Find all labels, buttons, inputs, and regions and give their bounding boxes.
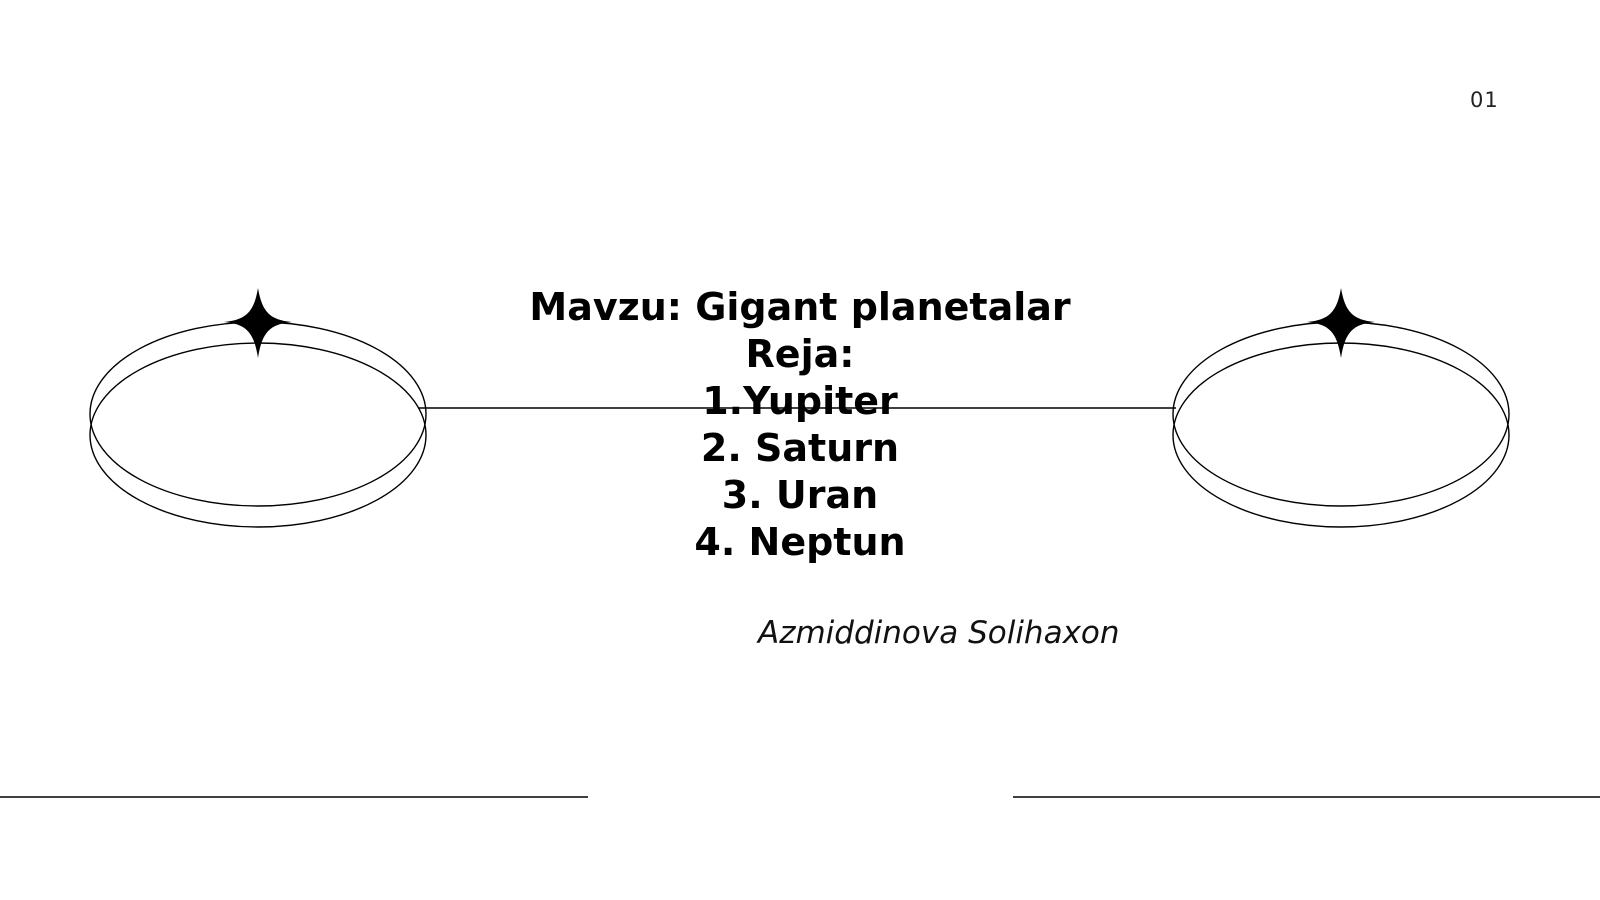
- plan-item: 1.Yupiter: [702, 379, 898, 423]
- slide-title: Mavzu: Gigant planetalar: [529, 285, 1071, 329]
- author-name: Azmiddinova Solihaxon: [758, 615, 1120, 651]
- plan-item: 3. Uran: [721, 473, 879, 517]
- plan-item: 2. Saturn: [700, 426, 900, 470]
- plan-heading: Reja:: [745, 332, 855, 376]
- slide-number: 01: [1470, 88, 1499, 112]
- plan-item: 4. Neptun: [694, 520, 906, 564]
- four-point-star-icon: [224, 288, 292, 358]
- four-point-star-icon: [1307, 288, 1375, 358]
- title-block: Mavzu: Gigant planetalar Reja: 1.Yupiter…: [500, 284, 1100, 566]
